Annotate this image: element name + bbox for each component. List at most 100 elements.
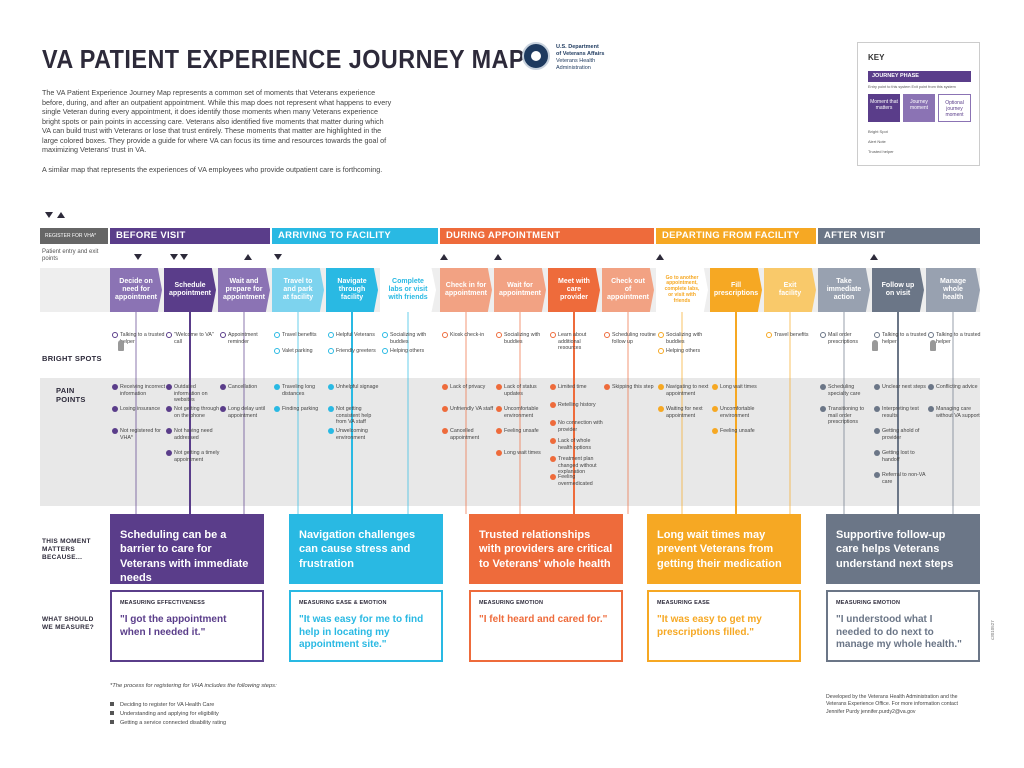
sun-icon [874,332,880,338]
pain-point: Lack of whole health options [550,438,604,451]
pain-point: Cancellation [220,384,274,391]
pain-band [40,378,980,506]
alert-icon [274,406,280,412]
alert-icon [820,384,826,390]
key-phase: JOURNEY PHASE [868,71,971,82]
stage-3: Wait and prepare for appointment [218,268,270,312]
pain-point: Unwelcoming environment [328,428,382,441]
row-label-measure: WHAT SHOULD WE MEASURE? [42,616,95,632]
key-optional-moment: Optional journey moment [938,94,971,122]
alert-icon [874,428,880,434]
sun-icon [166,332,172,338]
pain-point: Unhelpful signage [328,384,382,391]
intro-text: The VA Patient Experience Journey Map re… [42,88,392,155]
alert-icon [328,384,334,390]
sun-icon [328,348,334,354]
alert-icon [874,406,880,412]
credit-text: Developed by the Veterans Health Adminis… [826,694,958,715]
alert-icon [166,406,172,412]
exit-triangle-icon [244,254,252,260]
bright-spot: Learn about additional resources [550,332,604,352]
pain-point: Referral to non-VA care [874,472,928,485]
bright-spot: Talking to a trusted helper [874,332,928,345]
alert-icon [220,406,226,412]
stage-line-1 [135,312,137,514]
stage-5: Navigate through facility [326,268,378,312]
sun-icon [820,332,826,338]
phase-arriving: ARRIVING TO FACILITY [272,228,438,244]
entry-triangle-icon [274,254,282,260]
pain-point: Cancelled appointment [442,428,496,441]
pain-point: Conflicting advice [928,384,982,391]
entry-triangle-icon [180,254,188,260]
phase-before-visit: BEFORE VISIT [110,228,270,244]
exit-triangle-icon [656,254,664,260]
phase-departing: DEPARTING FROM FACILITY [656,228,816,244]
pain-point: Limited time [550,384,604,391]
pain-point: Uncomfortable environment [712,406,766,419]
bright-spot: Helping others [658,348,712,355]
pain-point: Skipping this step [604,384,658,391]
measure-box-3: MEASURING EMOTION"I felt heard and cared… [469,590,623,662]
pain-point: Lack of privacy [442,384,496,391]
sun-icon [658,348,664,354]
pain-point: Long delay until appointment [220,406,274,419]
pain-point: Long wait times [496,450,550,457]
stage-15: Follow up on visit [872,268,924,312]
alert-icon [874,472,880,478]
measure-box-4: MEASURING EASE"It was easy to get my pre… [647,590,801,662]
pain-point: Not getting consistent help from VA staf… [328,406,382,426]
pain-point: Receiving incorrect information [112,384,166,397]
pain-point: No connection with provider [550,420,604,433]
pain-point: Waiting for next appointment [658,406,712,419]
pain-point: Not having need addressed [166,428,220,441]
bright-spot: Mail order prescriptions [820,332,874,345]
sun-icon [550,332,556,338]
pain-point: Managing care without VA support [928,406,982,419]
alert-icon [874,384,880,390]
matter-box-wait: Long wait times may prevent Veterans fro… [647,514,801,584]
pain-point: Lack of status updates [496,384,550,397]
key-bright-spot: Bright Spot [868,129,888,134]
alert-icon [112,406,118,412]
pain-point: Feeling unsafe [712,428,766,435]
alert-icon [112,428,118,434]
pain-point: Not getting through on the phone [166,406,220,419]
stage-10: Check out of appointment [602,268,654,312]
key-moment-matters: Moment that matters [868,94,900,122]
sun-icon [442,332,448,338]
pain-point: Uncomfortable environment [496,406,550,419]
stage-line-12 [735,312,737,514]
bright-spot: Valet parking [274,348,328,355]
stage-line-9 [573,312,575,514]
stage-9: Meet with care provider [548,268,600,312]
sun-icon [274,332,280,338]
alert-icon [442,406,448,412]
stage-7: Check in for appointment [440,268,492,312]
sun-icon [928,332,934,338]
pain-point: Outdated information on websites [166,384,220,404]
exit-triangle-icon [870,254,878,260]
bright-spot: Kiosk check-in [442,332,496,339]
bright-spot: Talking to a trusted helper [928,332,982,345]
alert-icon [442,428,448,434]
alert-icon [874,450,880,456]
sun-icon [274,348,280,354]
phase-after: AFTER VISIT [818,228,980,244]
pain-point: Treatment plan changed without explanati… [550,456,604,476]
alert-icon [166,384,172,390]
key-alert-note: Alert Note [868,139,886,144]
key-entry-exit: Entry point to this system Exit point fr… [868,85,956,89]
stage-12: Fill prescriptions [710,268,762,312]
entry-triangle-icon [134,254,142,260]
sun-icon [112,332,118,338]
alert-icon [712,384,718,390]
stage-1: Decide on need for appointment [110,268,162,312]
exit-triangle-icon [494,254,502,260]
alert-icon [328,428,334,434]
pain-point: Losing insurance [112,406,166,413]
key-journey-moment: Journey moment [903,94,935,122]
pain-point: Navigating to next appointment [658,384,712,397]
row-label-entry: Patient entry and exit points [42,249,99,263]
sun-icon [766,332,772,338]
